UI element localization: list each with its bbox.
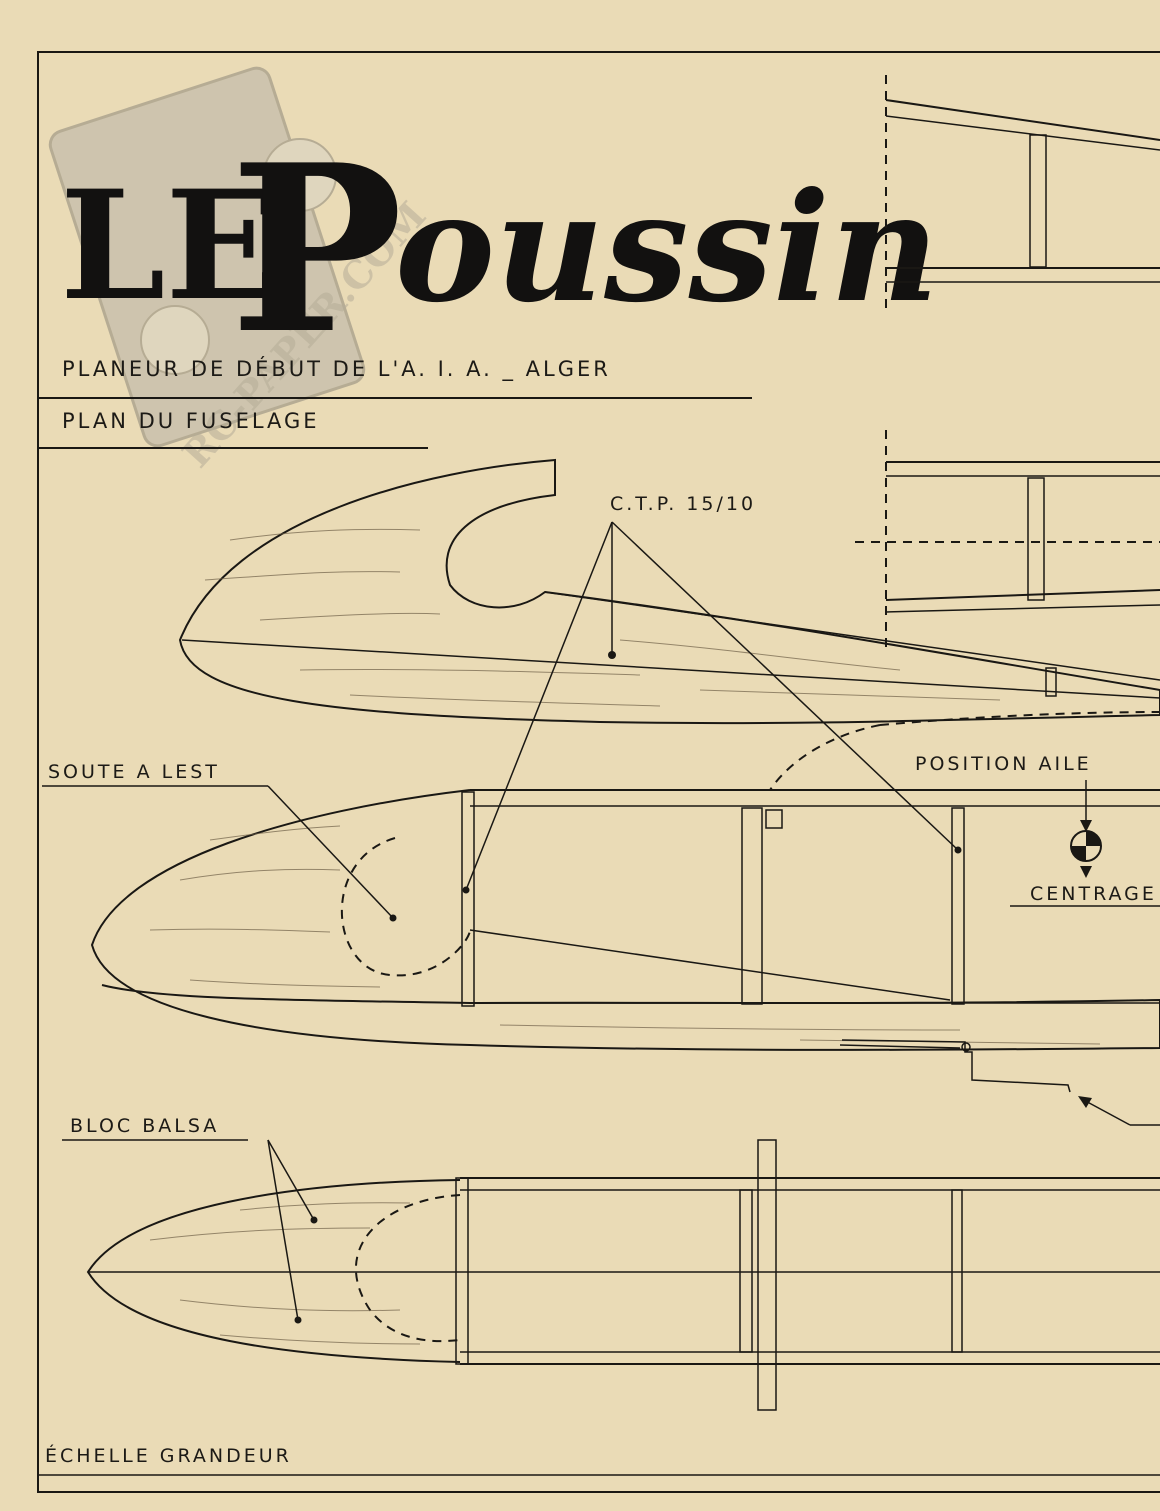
tail-plan-middle (855, 430, 1160, 650)
centrage-symbol-icon (1070, 830, 1102, 862)
fuselage-upper-line (544, 591, 1160, 681)
section-title: PLAN DU FUSELAGE (62, 409, 320, 433)
tail-spar (885, 589, 1160, 601)
title-rest: oussin (395, 160, 939, 336)
tow-hook (839, 1044, 961, 1049)
ctp-label: C.T.P. 15/10 (610, 493, 756, 515)
cross-member (951, 1189, 963, 1353)
tail-slot (1045, 667, 1057, 697)
wing-position-dashed (879, 711, 1160, 726)
wood-grain (149, 825, 1101, 1045)
balsa-hollow-outline (355, 1194, 461, 1343)
tail-rib (1027, 477, 1045, 601)
soute-label: SOUTE A LEST (48, 761, 220, 783)
tow-hook (841, 1039, 1071, 1093)
wing-position-dashed (769, 724, 881, 791)
stamp-lens-icon (263, 138, 337, 212)
fuselage-side-view-1 (178, 458, 1160, 725)
balsa-leader (267, 1139, 315, 1221)
tail-rib (1029, 134, 1047, 268)
balsa-leader (267, 1139, 299, 1321)
stamp-lens-icon (140, 305, 210, 375)
hook-pivot (961, 1042, 971, 1052)
wing-peg (765, 809, 783, 829)
tail-spar (885, 115, 1160, 151)
fuselage-top-view (86, 1139, 1160, 1411)
page-title: LE P oussin (60, 115, 939, 385)
cross-member (739, 1189, 753, 1353)
subtitle: PLANEUR DE DÉBUT DE L'A. I. A. _ ALGER (62, 356, 611, 382)
arrow-down-icon (1080, 866, 1092, 878)
fuselage-side-view-2 (90, 711, 1160, 1126)
sheet-border (37, 51, 1160, 1493)
arrow-down-icon (1080, 820, 1092, 832)
wood-grain (149, 1202, 421, 1345)
upright (951, 807, 965, 1005)
upright (741, 807, 763, 1005)
scale-label: ÉCHELLE GRANDEUR (45, 1444, 292, 1467)
arrow-head-icon (1078, 1096, 1092, 1108)
tail-spar (885, 99, 1160, 141)
fuselage-lower-line (181, 639, 1160, 699)
bloc-balsa-label: BLOC BALSA (70, 1115, 219, 1137)
tail-spar (885, 604, 1160, 613)
title-le: LE (60, 158, 280, 334)
centrage-label: CENTRAGE (1030, 883, 1157, 905)
fuselage-body-outline (90, 789, 1160, 1051)
diagonal-brace (469, 929, 951, 1001)
ballast-compartment-outline (340, 837, 471, 977)
ctp-marker (954, 846, 962, 854)
fuselage-profile-outline (178, 458, 1160, 725)
former (461, 791, 475, 1007)
tail-plan-top (885, 75, 1160, 310)
ctp-leader-lines (465, 521, 959, 891)
wing-dowel (757, 1139, 777, 1411)
ctp-marker (462, 886, 470, 894)
soute-leader (267, 785, 394, 919)
wood-grain (204, 528, 1001, 707)
position-aile-label: POSITION AILE (915, 753, 1092, 775)
former (455, 1177, 469, 1365)
title-p: P (230, 115, 403, 385)
